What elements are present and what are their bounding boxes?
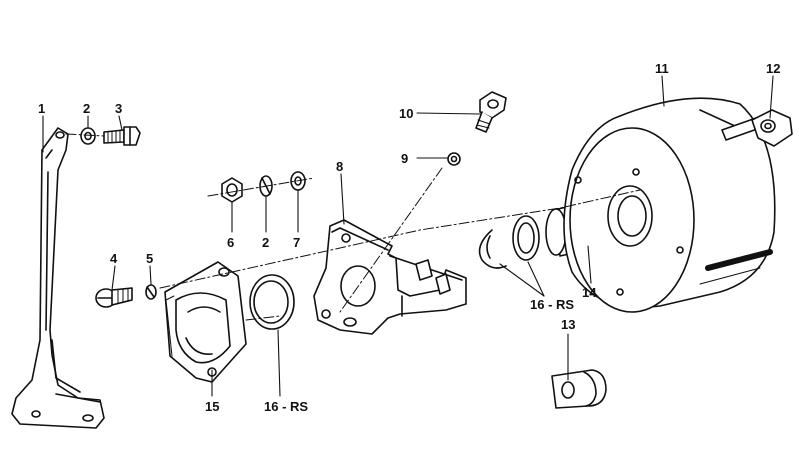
part-4-screw	[95, 287, 133, 308]
callout-11: 11	[655, 61, 669, 76]
part-15-mounting-plate	[164, 261, 247, 383]
assembly-axis-lines	[65, 133, 641, 321]
callout-7: 7	[293, 235, 301, 250]
callout-8: 8	[336, 159, 344, 174]
part-16-snap-ring-left	[249, 274, 295, 330]
callout-1: 1	[38, 101, 46, 116]
callout-10: 10	[399, 106, 414, 121]
callout-2b: 2	[262, 235, 270, 250]
part-10-bolt	[475, 91, 507, 133]
part-8-main-bracket	[313, 219, 467, 335]
part-5-lock-washer	[145, 284, 157, 300]
leader-lines	[42, 75, 774, 397]
callout-5: 5	[146, 251, 154, 266]
callout-3: 3	[115, 101, 123, 116]
part-16-circlip-right	[478, 215, 540, 269]
part-9-washer	[447, 152, 461, 166]
part-3-bolt	[103, 126, 141, 146]
callout-6: 6	[227, 235, 235, 250]
callout-14: 14	[582, 285, 597, 300]
part-1-support-bracket	[11, 127, 105, 429]
part-12-clamp	[721, 109, 793, 147]
part-11-drum-housing	[563, 97, 776, 313]
callout-13: 13	[561, 317, 576, 332]
callout-9: 9	[401, 151, 409, 166]
part-13-cable-clip	[551, 369, 607, 409]
part-2-washer-top	[80, 127, 96, 145]
callout-15: 15	[205, 399, 220, 414]
callout-2a: 2	[83, 101, 91, 116]
callout-16-right: 16 - RS	[530, 297, 575, 312]
callout-4: 4	[110, 251, 118, 266]
callout-12: 12	[766, 61, 781, 76]
callout-16-left: 16 - RS	[264, 399, 309, 414]
part-6-nut	[221, 177, 243, 203]
